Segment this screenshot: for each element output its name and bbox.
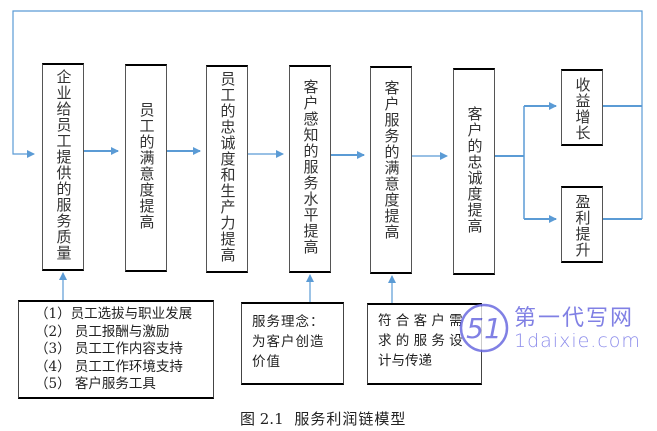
caption-title: 服务利润链模型 xyxy=(294,410,407,428)
chain-box-label: 客户的忠诚度提高 xyxy=(465,106,484,234)
input-box-service-concept: 服务理念： 为客户创造 价值 xyxy=(241,302,344,385)
outcome-box-profit-increase: 盈利提升 xyxy=(561,186,603,263)
watermark-domain: 1daixie.com xyxy=(514,330,641,352)
chain-box-customer-satisfaction: 客户服务的满意度提高 xyxy=(370,66,412,274)
chain-box-label: 企业给员工提供的服务质量 xyxy=(54,69,73,261)
caption-prefix: 图 2.1 xyxy=(240,410,284,428)
outcome-box-revenue-growth: 收益增长 xyxy=(561,69,603,146)
watermark-logo-text: 51 xyxy=(466,312,502,345)
input-line: 求 的 服 务 设 xyxy=(378,333,463,349)
watermark-logo-icon: 51 xyxy=(459,303,509,353)
chain-box-label: 员工的忠诚度和生产力提高 xyxy=(218,71,237,263)
input-line: （3） 员工工作内容支持 xyxy=(35,341,183,357)
input-line: 为客户创造 xyxy=(252,334,325,350)
chain-box-customer-loyalty: 客户的忠诚度提高 xyxy=(453,68,495,275)
input-line: （4） 员工工作环境支持 xyxy=(35,358,183,375)
chain-box-label: 客户服务的满意度提高 xyxy=(382,80,401,240)
chain-box-label: 员工的满意度提高 xyxy=(137,102,156,230)
input-line: 符 合 客 户 需 xyxy=(378,313,463,329)
watermark-name: 第一代写网 xyxy=(514,306,635,331)
feedback-loop-line xyxy=(12,10,643,158)
outcome-box-label: 收益增长 xyxy=(573,77,592,141)
input-line: （5） 客户服务工具 xyxy=(35,376,156,392)
chain-box-service-quality: 企业给员工提供的服务质量 xyxy=(42,63,84,271)
input-line: （2） 员工报酬与激励 xyxy=(35,323,170,340)
chain-box-perceived-service: 客户感知的服务水平提高 xyxy=(289,65,331,273)
chain-box-label: 客户感知的服务水平提高 xyxy=(301,79,320,255)
input-line: 价值 xyxy=(252,354,281,370)
input-box-internal-service: （1）员工选拔与职业发展 （2） 员工报酬与激励 （3） 员工工作内容支持 （4… xyxy=(18,300,214,399)
input-line: （1）员工选拔与职业发展 xyxy=(35,306,193,322)
input-line: 服务理念： xyxy=(252,314,325,330)
figure-caption: 图 2.1 服务利润链模型 xyxy=(240,408,406,429)
chain-box-employee-loyalty: 员工的忠诚度和生产力提高 xyxy=(206,65,248,273)
input-line: 计与传递 xyxy=(378,353,432,369)
watermark: 51 第一代写网 1daixie.com xyxy=(458,300,653,360)
chain-box-employee-satisfaction: 员工的满意度提高 xyxy=(125,64,167,272)
outcome-box-label: 盈利提升 xyxy=(573,194,592,258)
